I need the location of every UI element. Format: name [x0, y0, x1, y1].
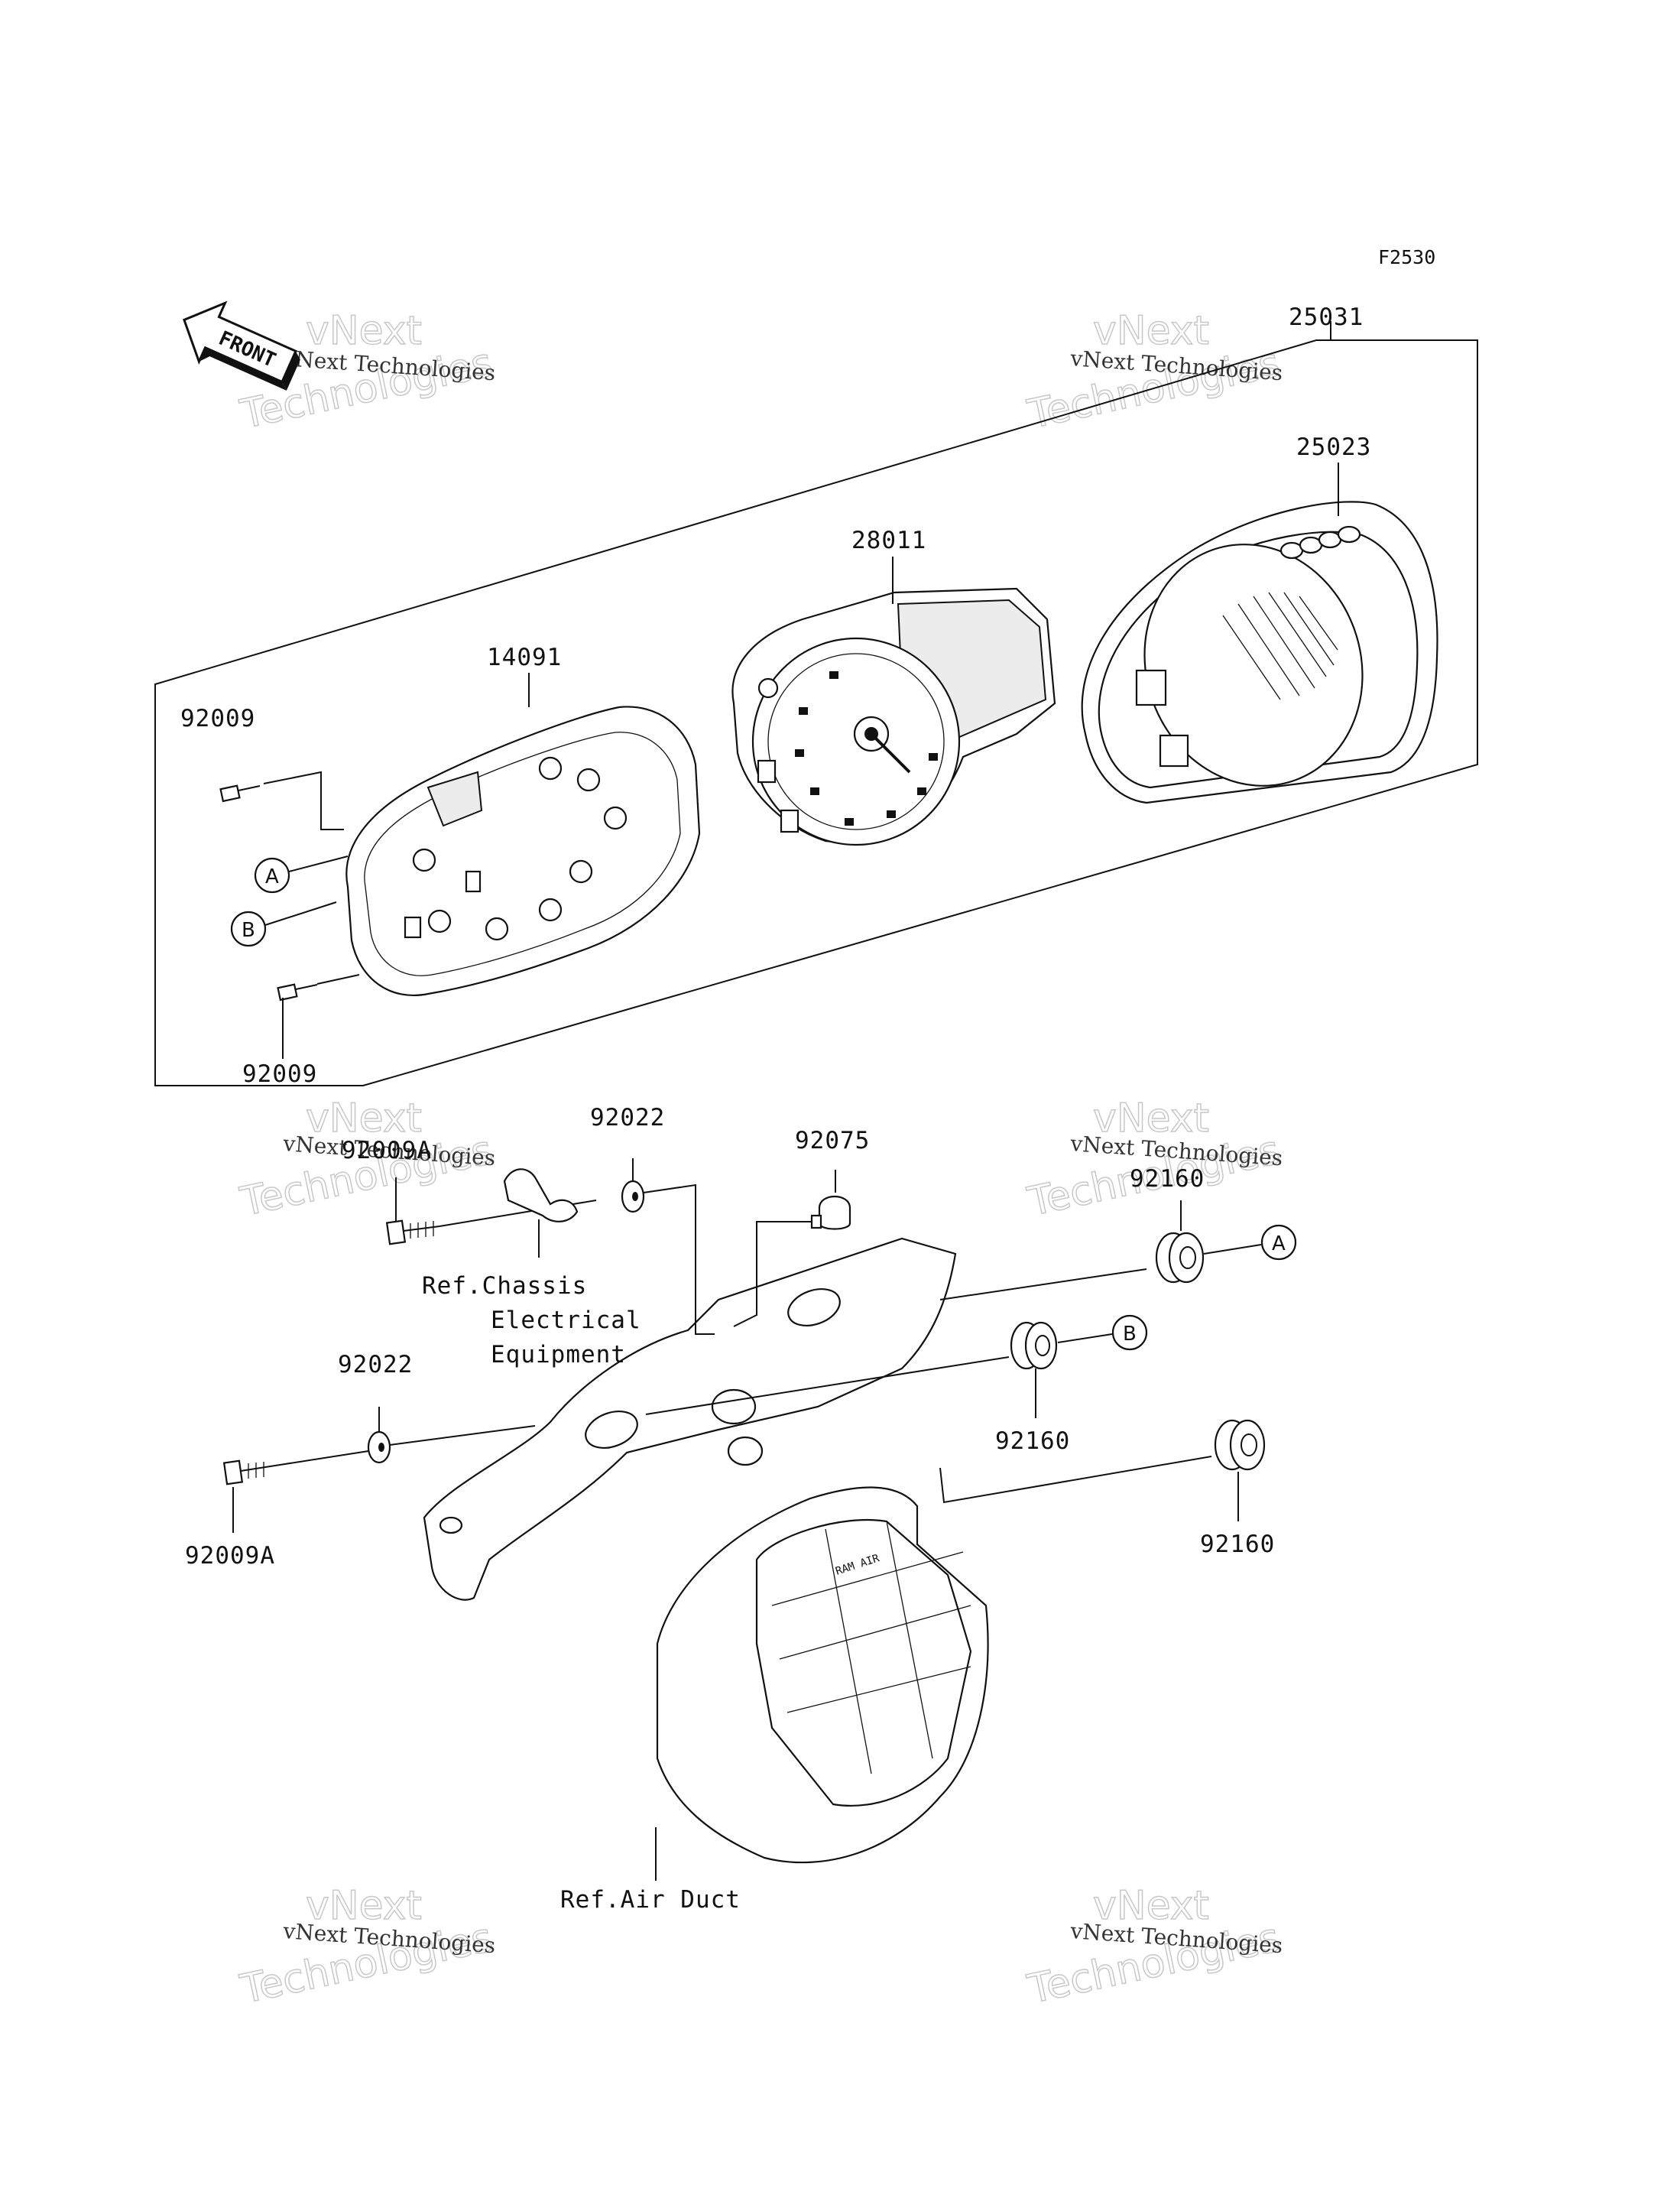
callout-a-bottom: A: [1203, 1224, 1297, 1261]
svg-text:vNext: vNext: [306, 308, 422, 354]
svg-text:vNext: vNext: [1093, 308, 1209, 354]
ref-chassis-line1: Ref.Chassis: [422, 1272, 587, 1300]
label-25031: 25031: [1289, 304, 1364, 331]
cap-92075: [810, 1196, 851, 1230]
screw-92009-bottom: [277, 983, 318, 1002]
screw-92009A-left: [222, 1459, 276, 1485]
callout-b-top: B: [230, 901, 337, 947]
meter-bracket: [423, 1237, 957, 1601]
leader-92022-left-right: [389, 1425, 536, 1446]
label-92022-top: 92022: [590, 1104, 665, 1131]
svg-text:vNext: vNext: [1093, 1096, 1209, 1141]
ref-air-duct: Ref.Air Duct: [560, 1886, 741, 1914]
leader-92160-bottom-left: [939, 1456, 1212, 1504]
leader-92009-top: [263, 771, 344, 830]
grommet-92160-top: [1155, 1232, 1205, 1284]
meter-case-14091: [345, 706, 701, 996]
label-14091: 14091: [487, 644, 562, 671]
label-92160-top: 92160: [1130, 1165, 1205, 1193]
label-92009-top: 92009: [180, 705, 255, 732]
meter-unit-28011: [731, 587, 1056, 846]
label-92009A-left: 92009A: [185, 1542, 275, 1570]
label-92009A-top: 92009A: [342, 1137, 432, 1164]
front-arrow-icon: FRONT: [183, 300, 300, 391]
clamp-chassis-electrical: [503, 1168, 579, 1222]
washer-92022-top: [621, 1180, 645, 1213]
watermark-bottom-left: vNext Technologies vNext Technologies: [236, 1882, 498, 2013]
svg-text:A: A: [1272, 1232, 1286, 1255]
meter-assembly-outline: [154, 339, 1478, 1086]
screw-92009-top: [219, 784, 261, 803]
ref-chassis-line3: Equipment: [491, 1341, 626, 1368]
grommet-92160-bottom: [1214, 1419, 1266, 1471]
svg-text:A: A: [265, 865, 279, 888]
watermark-bottom-right: vNext Technologies vNext Technologies: [1023, 1882, 1285, 2013]
label-92022-left: 92022: [338, 1351, 413, 1378]
svg-text:B: B: [1123, 1323, 1137, 1346]
indicator-lamps-icon: [1279, 525, 1361, 560]
meter-cover-25023: [1081, 501, 1438, 804]
leader-92160-mid-left: [645, 1356, 1010, 1415]
svg-text:vNext: vNext: [306, 1096, 422, 1141]
lcd-window-2: [1159, 734, 1189, 768]
label-92160-bottom: 92160: [1200, 1531, 1275, 1558]
label-28011: 28011: [851, 527, 926, 554]
label-25023: 25023: [1296, 433, 1371, 461]
svg-text:vNext: vNext: [1093, 1883, 1209, 1929]
leader-92075-left: [733, 1221, 812, 1327]
svg-text:B: B: [242, 919, 255, 942]
screw-92009A-top: [385, 1219, 440, 1245]
label-92009-bottom: 92009: [242, 1060, 317, 1088]
washer-92022-left: [367, 1430, 391, 1464]
svg-text:vNext: vNext: [306, 1883, 422, 1929]
watermark-mid-right: vNext Technologies vNext Technologies: [1023, 1095, 1285, 1226]
ref-chassis-line2: Electrical: [491, 1307, 641, 1334]
air-duct: RAM AIR: [656, 1388, 989, 1864]
leader-92009A-left-right: [274, 1450, 369, 1466]
duct-grommet-hole: [711, 1388, 757, 1425]
callout-a-top: A: [254, 855, 349, 894]
grommet-92160-mid: [1010, 1321, 1058, 1370]
label-92160-mid: 92160: [995, 1427, 1070, 1455]
leader-92009-bottom: [316, 974, 360, 985]
duct-grommet-hole-2: [727, 1436, 764, 1466]
leader-92022-top-right: [643, 1183, 715, 1335]
callout-b-bottom: B: [1057, 1314, 1148, 1351]
watermark-top-right: vNext Technologies vNext Technologies: [1023, 307, 1285, 438]
figure-code: F2530: [1378, 246, 1435, 268]
lcd-window-1: [1135, 669, 1167, 706]
label-92075: 92075: [795, 1127, 870, 1154]
leader-92160-top-left: [939, 1268, 1147, 1300]
